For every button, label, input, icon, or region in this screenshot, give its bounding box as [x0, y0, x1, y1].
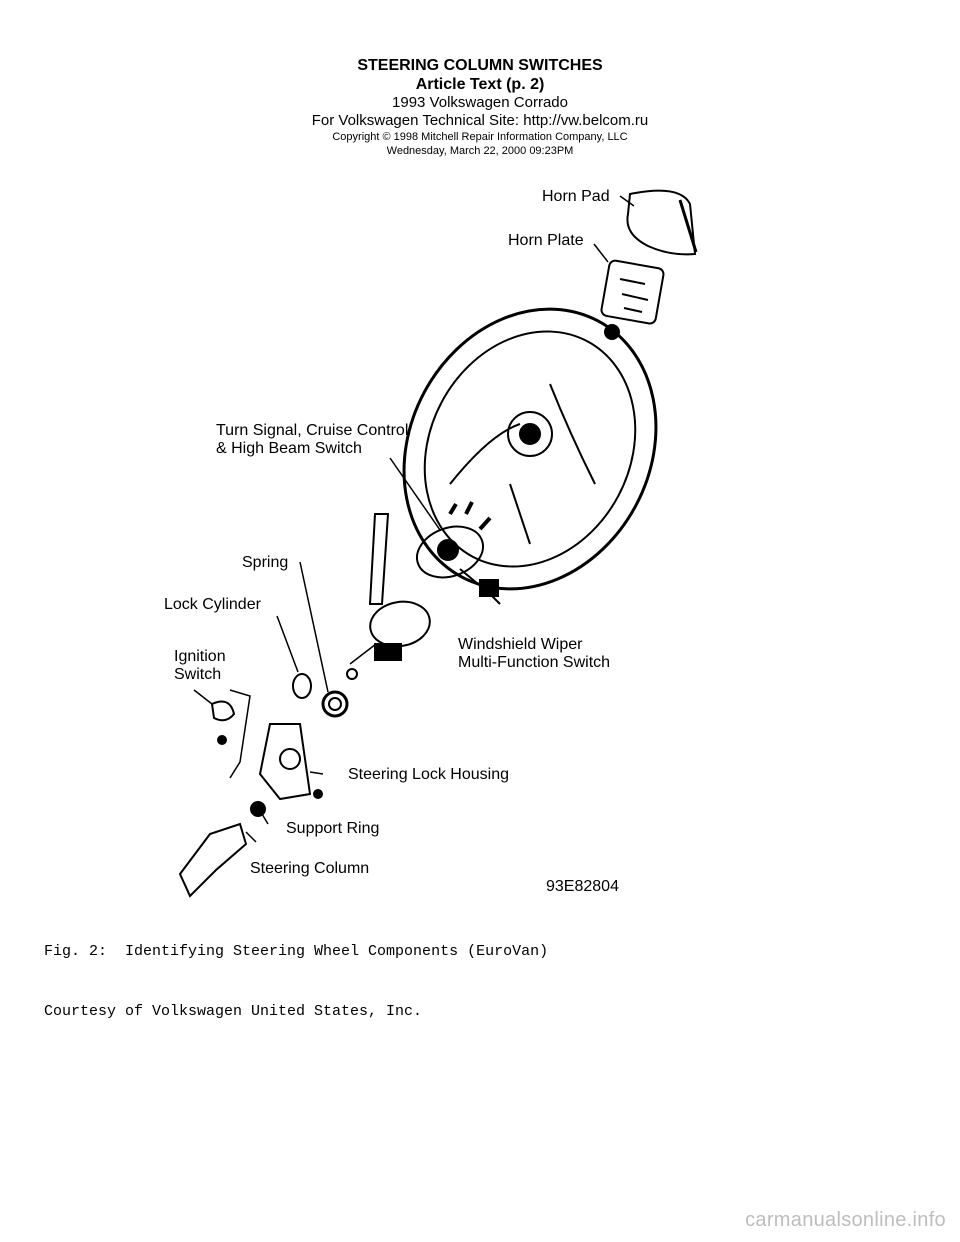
- steering-wheel-rim: [402, 307, 658, 591]
- horn-plate-label: Horn Plate: [508, 232, 584, 249]
- watermark-text: carmanualsonline.info: [745, 1209, 946, 1231]
- exploded-view-drawing: [178, 189, 698, 898]
- steering-lock-housing-shape: [258, 723, 312, 801]
- support-ring-shape: [250, 801, 266, 817]
- steering-column-shape: [178, 822, 248, 898]
- horn-plate-shape: [600, 259, 665, 325]
- ignition-switch-shape: [210, 700, 236, 722]
- wiper-switch-label-line1: Windshield Wiper: [458, 636, 583, 653]
- turn-signal-label-line1: Turn Signal, Cruise Control: [216, 422, 409, 439]
- figure-id-label: 93E82804: [546, 878, 619, 895]
- wiper-switch-label-line2: Multi-Function Switch: [458, 654, 611, 671]
- wiper-stalk-shape: [368, 513, 390, 605]
- spring-shape: [321, 690, 349, 718]
- leader-lines: [193, 195, 635, 843]
- copyright-line: Copyright © 1998 Mitchell Repair Informa…: [332, 131, 628, 143]
- site-line: For Volkswagen Technical Site: http://vw…: [311, 112, 649, 129]
- document-subtitle: Article Text (p. 2): [415, 76, 545, 93]
- spring-label: Spring: [242, 554, 289, 571]
- caption-line1: Fig. 2: Identifying Steering Wheel Compo…: [44, 943, 549, 960]
- figure-caption: Fig. 2: Identifying Steering Wheel Compo…: [44, 902, 548, 1042]
- steering-lock-housing-label: Steering Lock Housing: [348, 766, 509, 783]
- document-title: STEERING COLUMN SWITCHES: [357, 57, 603, 74]
- horn-pad-shape: [626, 189, 697, 256]
- support-ring-label: Support Ring: [286, 820, 380, 837]
- turn-signal-switch-shape: [416, 525, 484, 579]
- ignition-switch-label-line1: Ignition: [174, 648, 226, 665]
- caption-line2: Courtesy of Volkswagen United States, In…: [44, 1003, 423, 1020]
- date-line: Wednesday, March 22, 2000 09:23PM: [386, 145, 574, 157]
- vehicle-line: 1993 Volkswagen Corrado: [392, 94, 568, 111]
- horn-pad-label: Horn Pad: [542, 188, 610, 205]
- turn-signal-label-line2: & High Beam Switch: [216, 440, 362, 457]
- page-footer: carmanualsonline.info: [0, 1202, 960, 1242]
- document-header: STEERING COLUMN SWITCHES Article Text (p…: [0, 56, 960, 158]
- lock-cylinder-label: Lock Cylinder: [164, 596, 261, 613]
- steering-column-label: Steering Column: [250, 860, 370, 877]
- steering-wheel-hub: [507, 411, 553, 457]
- steering-components-diagram: Horn Pad Horn Plate Turn Signal, Cruise …: [150, 184, 710, 900]
- lock-cylinder-shape: [292, 673, 312, 699]
- ignition-switch-label-line2: Switch: [174, 666, 222, 683]
